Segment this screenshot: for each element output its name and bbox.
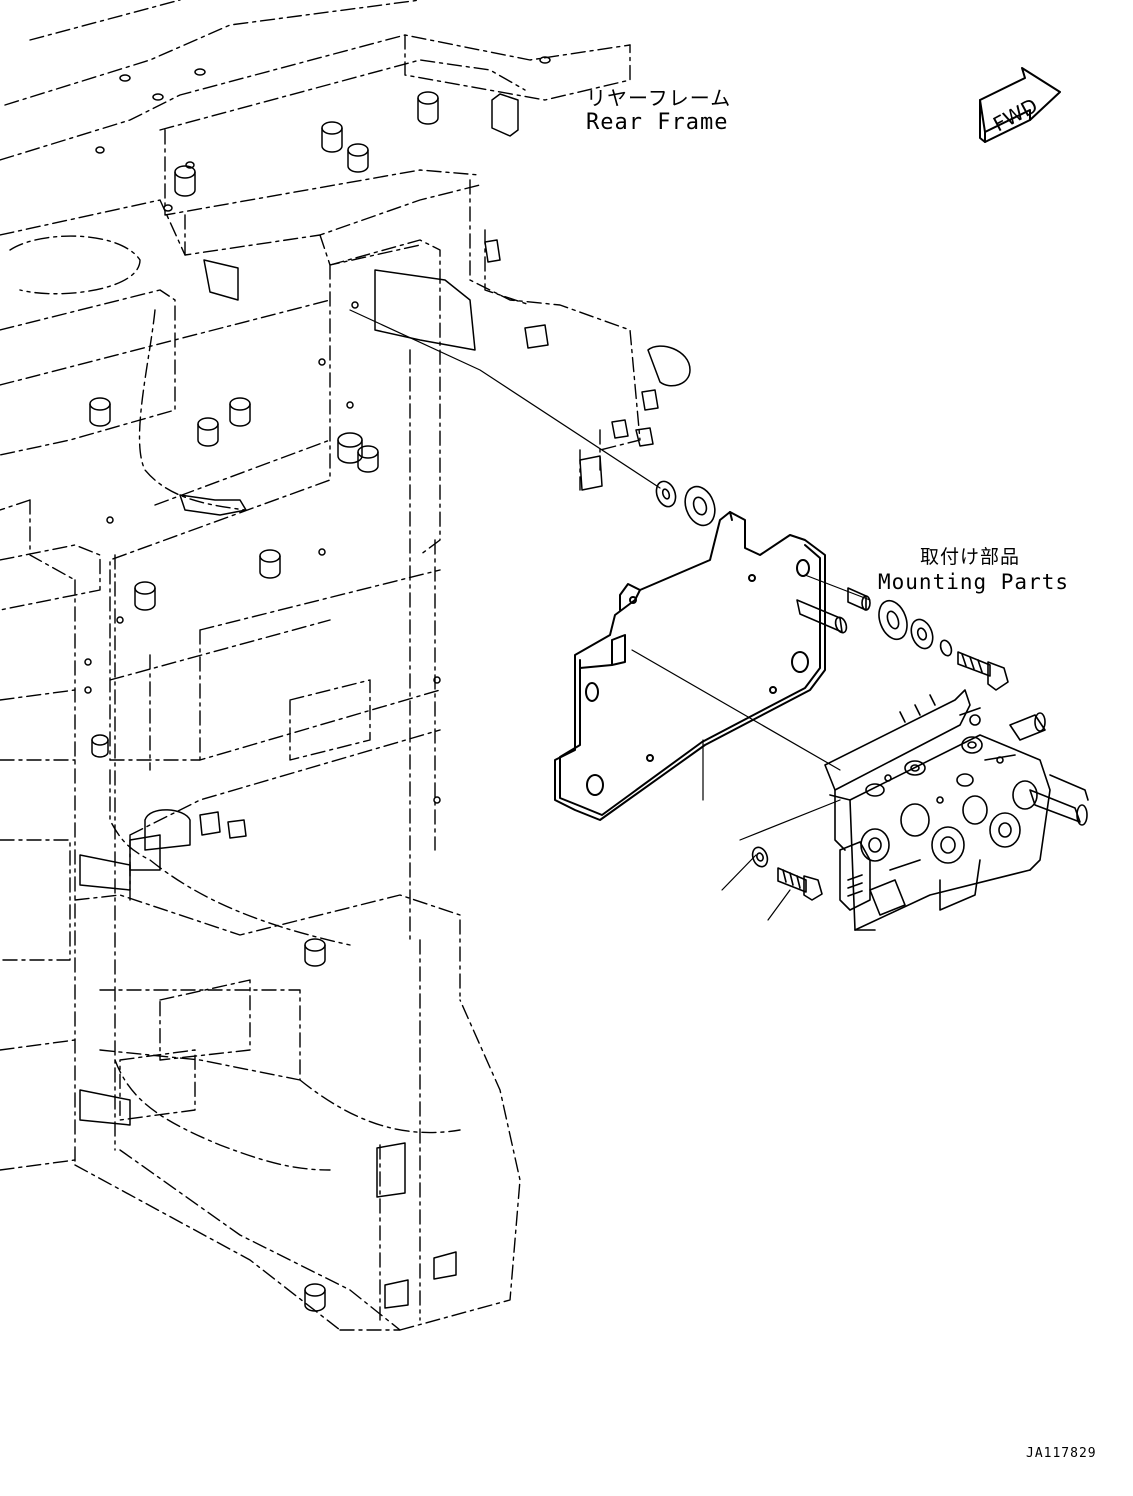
leader-lines xyxy=(349,309,871,921)
drawing-code: JA117829 xyxy=(1026,1446,1097,1461)
fwd-arrow-icon: FWD xyxy=(979,67,1061,143)
washer-pair-upper xyxy=(655,480,716,527)
rear-frame-label-jp: リヤーフレーム xyxy=(586,86,732,110)
frame-brackets xyxy=(79,93,691,1309)
frame-bosses xyxy=(84,56,551,1312)
fwd-label: FWD xyxy=(989,93,1041,136)
mounting-parts-label: Mounting Parts xyxy=(878,570,1070,594)
rear-frame-label: Rear Frame xyxy=(586,110,729,135)
bracket-plate xyxy=(554,511,826,821)
rear-frame-outline xyxy=(0,0,641,1331)
mounting-parts-hardware xyxy=(751,587,1009,901)
valve-assembly xyxy=(824,689,1089,931)
mounting-parts-label-jp: 取付け部品 xyxy=(920,546,1021,568)
